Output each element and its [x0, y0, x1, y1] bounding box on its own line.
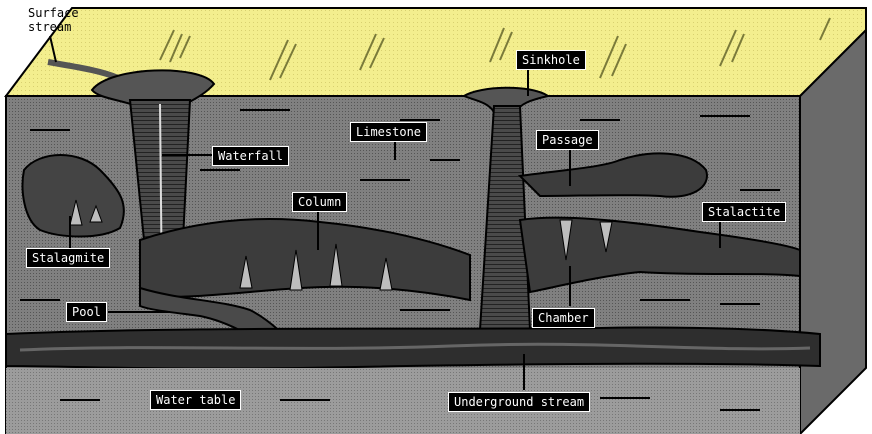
- stalactite-label: Stalactite: [702, 202, 786, 222]
- waterfall-label: Waterfall: [212, 146, 289, 166]
- limestone-label: Limestone: [350, 122, 427, 142]
- column-label: Column: [292, 192, 347, 212]
- pool-label: Pool: [66, 302, 107, 322]
- chamber-label: Chamber: [532, 308, 595, 328]
- surface-stream-label: Surface stream: [28, 6, 79, 34]
- stalagmite-label: Stalagmite: [26, 248, 110, 268]
- underground-stream-label: Underground stream: [448, 392, 590, 412]
- limestone-side-face: [800, 30, 866, 434]
- water-table-label: Water table: [150, 390, 241, 410]
- water-table-zone: [6, 368, 800, 434]
- passage-label: Passage: [536, 130, 599, 150]
- sinkhole-label: Sinkhole: [516, 50, 586, 70]
